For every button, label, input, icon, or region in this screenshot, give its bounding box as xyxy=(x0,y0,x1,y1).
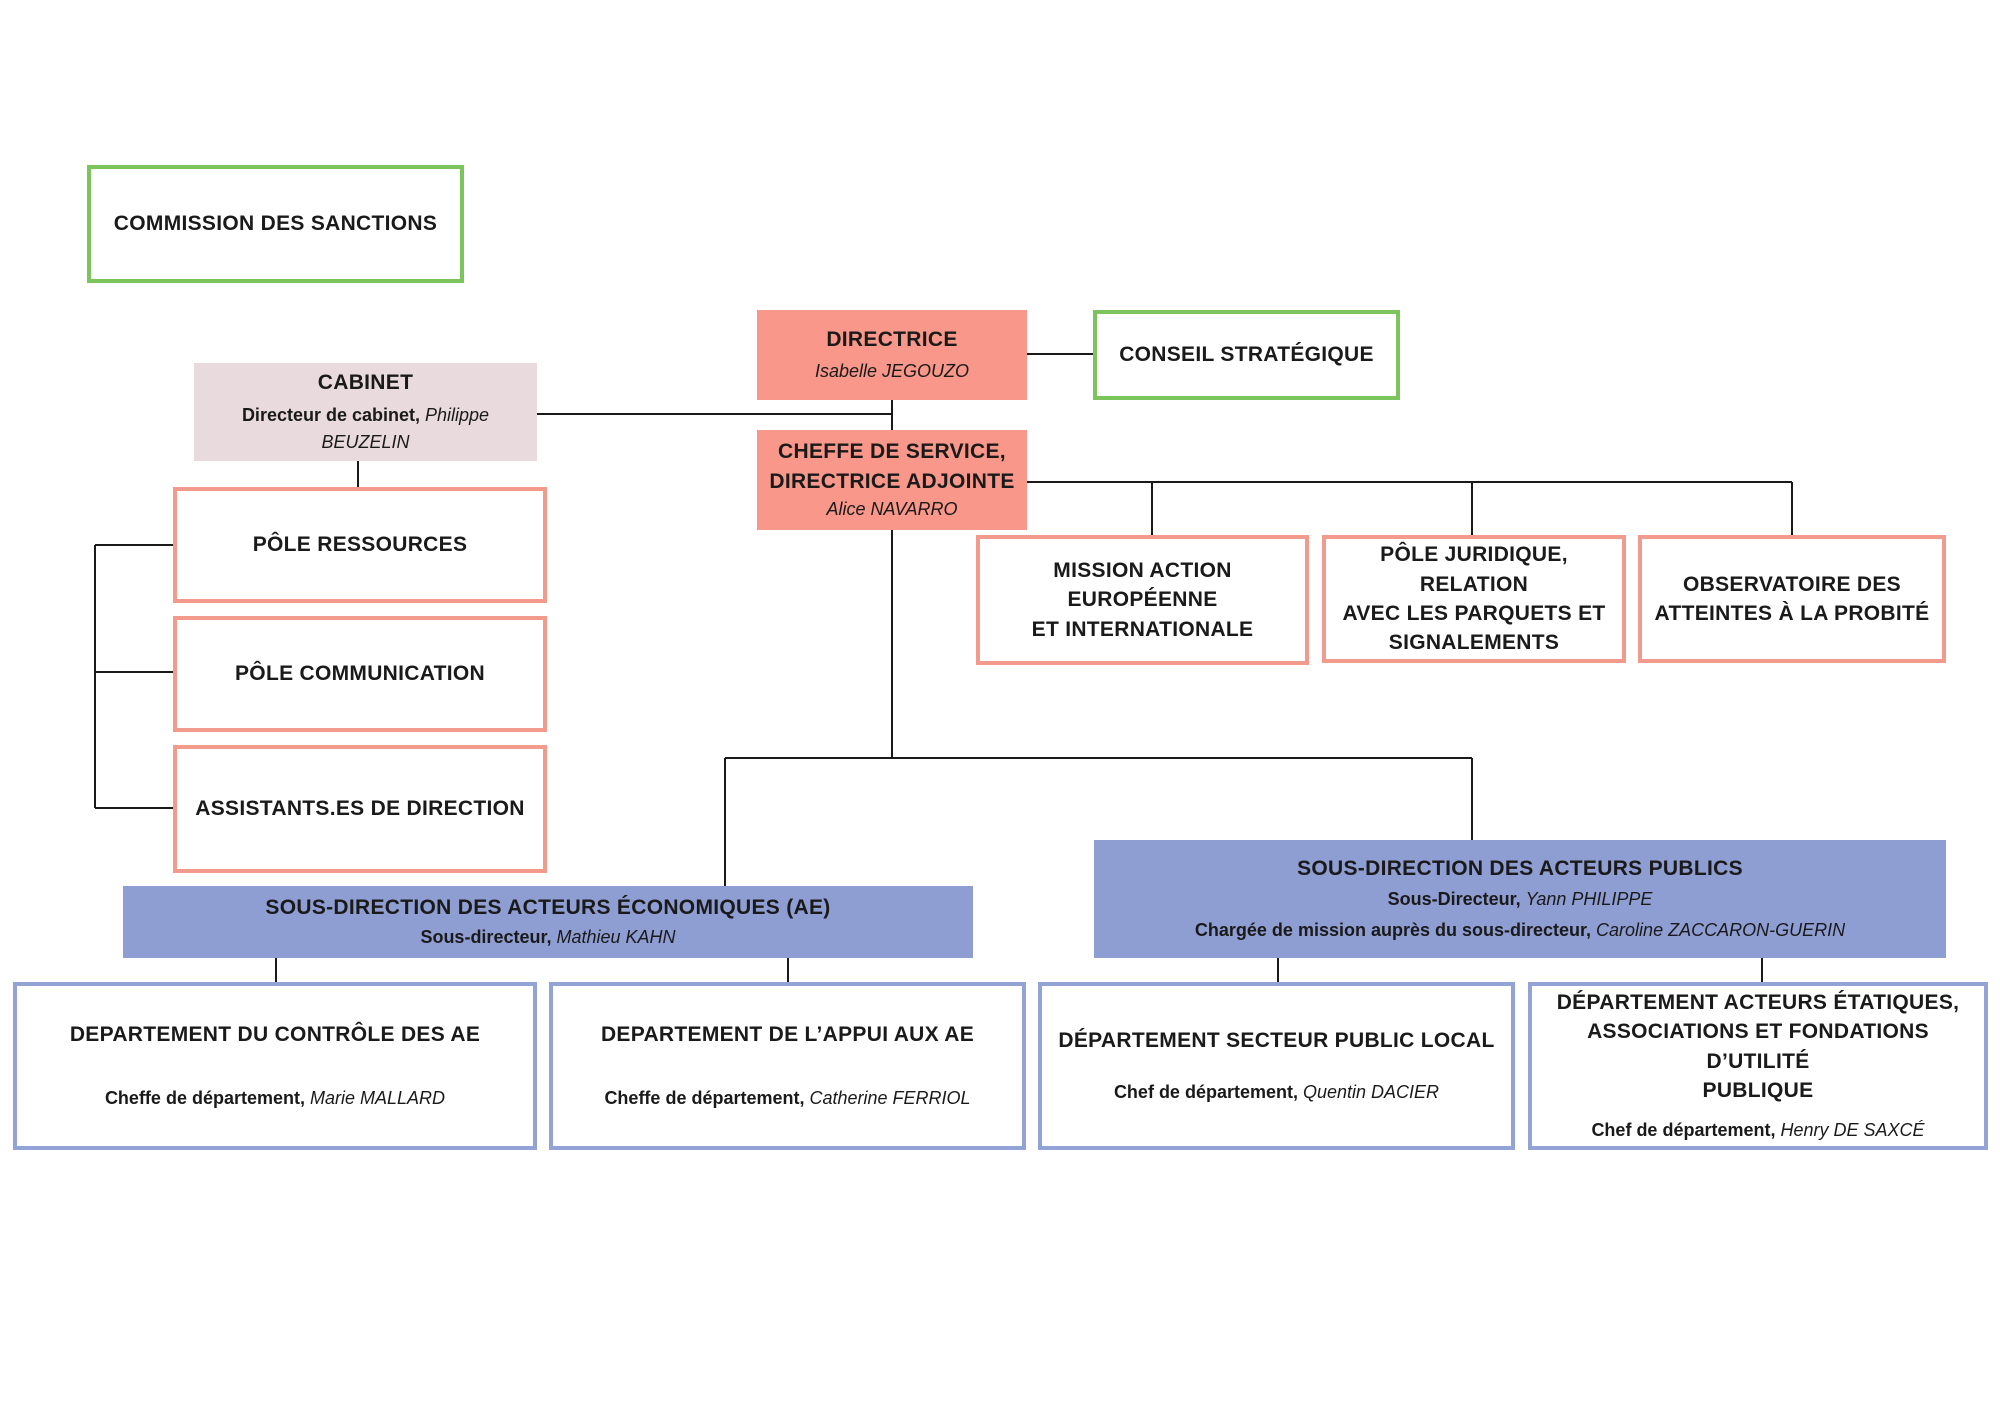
sd-ap-title: SOUS-DIRECTION DES ACTEURS PUBLICS xyxy=(1297,857,1743,881)
dept-etat-title-line2: ASSOCIATIONS ET FONDATIONS D’UTILITÉ xyxy=(1587,1020,1929,1073)
dept-etat-role: Chef de département, xyxy=(1591,1120,1776,1141)
pole-ressources-box: PÔLE RESSOURCES xyxy=(173,487,547,603)
dept-etat-title-line1: DÉPARTEMENT ACTEURS ÉTATIQUES, xyxy=(1556,990,1960,1014)
cabinet-name: Philippe BEUZELIN xyxy=(321,404,490,452)
dept-etat-box: DÉPARTEMENT ACTEURS ÉTATIQUES, ASSOCIATI… xyxy=(1528,982,1988,1150)
dept-etat-title-line3: PUBLIQUE xyxy=(1702,1078,1814,1102)
mission-europe-title-line2: ET INTERNATIONALE xyxy=(1031,617,1254,641)
dept-local-box: DÉPARTEMENT SECTEUR PUBLIC LOCAL Chef de… xyxy=(1038,982,1515,1150)
sd-ap-role2: Chargée de mission auprès du sous-direct… xyxy=(1194,919,1592,940)
sd-ap-name2: Caroline ZACCARON-GUERIN xyxy=(1596,919,1846,940)
directrice-name: Isabelle JEGOUZO xyxy=(814,361,970,382)
cheffe-title-line2: DIRECTRICE ADJOINTE xyxy=(769,469,1015,493)
dept-local-title: DÉPARTEMENT SECTEUR PUBLIC LOCAL xyxy=(1058,1028,1495,1052)
sd-ae-role: Sous-directeur, xyxy=(420,927,552,948)
cheffe-service-box: CHEFFE DE SERVICE, DIRECTRICE ADJOINTE A… xyxy=(757,430,1027,530)
sd-ae-name: Mathieu KAHN xyxy=(556,927,676,948)
directrice-title: DIRECTRICE xyxy=(826,327,958,351)
conseil-title: CONSEIL STRATÉGIQUE xyxy=(1119,343,1374,367)
commission-title: COMMISSION DES SANCTIONS xyxy=(113,212,438,236)
cabinet-role: Directeur de cabinet, xyxy=(241,404,420,425)
pole-ressources-title: PÔLE RESSOURCES xyxy=(252,533,468,557)
observatoire-box: OBSERVATOIRE DES ATTEINTES À LA PROBITÉ xyxy=(1638,535,1946,663)
sd-ae-title: SOUS-DIRECTION DES ACTEURS ÉCONOMIQUES (… xyxy=(265,895,831,919)
pole-juridique-title-line3: SIGNALEMENTS xyxy=(1388,631,1560,655)
dept-etat-name: Henry DE SAXCÉ xyxy=(1780,1120,1925,1141)
cabinet-title: CABINET xyxy=(317,371,414,395)
cheffe-title-line1: CHEFFE DE SERVICE, xyxy=(778,440,1006,464)
dept-local-role: Chef de département, xyxy=(1113,1082,1298,1103)
mission-europe-box: MISSION ACTION EUROPÉENNE ET INTERNATION… xyxy=(976,535,1309,665)
cabinet-box: CABINET Directeur de cabinet, Philippe B… xyxy=(194,363,537,461)
dept-controle-role: Cheffe de département, xyxy=(104,1088,305,1109)
dept-controle-title: DEPARTEMENT DU CONTRÔLE DES AE xyxy=(69,1022,481,1046)
pole-juridique-title-line1: PÔLE JURIDIQUE, RELATION xyxy=(1380,543,1568,596)
sd-ap-name: Yann PHILIPPE xyxy=(1525,888,1653,909)
mission-europe-title-line1: MISSION ACTION EUROPÉENNE xyxy=(1053,558,1232,612)
dept-controle-box: DEPARTEMENT DU CONTRÔLE DES AE Cheffe de… xyxy=(13,982,537,1150)
dept-local-name: Quentin DACIER xyxy=(1303,1082,1440,1103)
pole-communication-title: PÔLE COMMUNICATION xyxy=(235,662,485,686)
commission-box: COMMISSION DES SANCTIONS xyxy=(87,165,464,283)
sous-direction-ae-box: SOUS-DIRECTION DES ACTEURS ÉCONOMIQUES (… xyxy=(123,886,973,958)
pole-juridique-title-line2: AVEC LES PARQUETS ET xyxy=(1342,602,1606,625)
dept-appui-name: Catherine FERRIOL xyxy=(809,1088,971,1109)
assistants-title: ASSISTANTS.ES DE DIRECTION xyxy=(195,797,525,821)
assistants-box: ASSISTANTS.ES DE DIRECTION xyxy=(173,745,547,873)
cheffe-name: Alice NAVARRO xyxy=(826,498,958,519)
pole-juridique-box: PÔLE JURIDIQUE, RELATION AVEC LES PARQUE… xyxy=(1322,535,1626,663)
sd-ap-role: Sous-Directeur, xyxy=(1387,888,1521,909)
dept-appui-title: DEPARTEMENT DE L’APPUI AUX AE xyxy=(600,1022,975,1046)
pole-communication-box: PÔLE COMMUNICATION xyxy=(173,616,547,732)
observatoire-title-line2: ATTEINTES À LA PROBITÉ xyxy=(1654,602,1930,625)
dept-controle-name: Marie MALLARD xyxy=(310,1088,446,1109)
dept-appui-box: DEPARTEMENT DE L’APPUI AUX AE Cheffe de … xyxy=(549,982,1026,1150)
directrice-box: DIRECTRICE Isabelle JEGOUZO xyxy=(757,310,1027,400)
observatoire-title-line1: OBSERVATOIRE DES xyxy=(1683,572,1901,596)
sous-direction-ap-box: SOUS-DIRECTION DES ACTEURS PUBLICS Sous-… xyxy=(1094,840,1946,958)
conseil-box: CONSEIL STRATÉGIQUE xyxy=(1093,310,1400,400)
dept-appui-role: Cheffe de département, xyxy=(604,1088,805,1109)
